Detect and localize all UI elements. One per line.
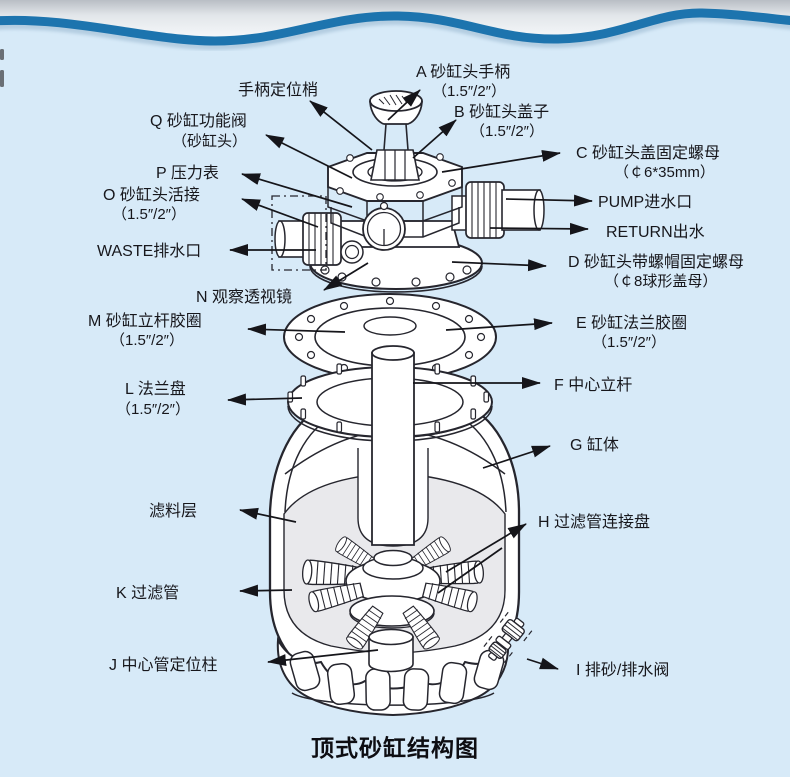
label-h: H 过滤管连接盘 [538,512,650,531]
arrow-p [241,173,353,208]
label-o-sub: （1.5″/2″） [112,206,186,223]
valve-head-assembly [271,90,545,293]
arrow-pump [505,194,593,207]
center-pipe-post [368,628,414,673]
label-b-sub: （1.5″/2″） [470,123,544,140]
arrow-m [247,323,346,336]
pump-return-port [451,181,545,239]
left-labels: 手柄定位梢 Q 砂缸功能阀 （砂缸头） P 压力表 O 砂缸头活接 （1.5″/… [88,81,318,674]
leader-arrows [227,89,593,670]
left-edge-mark [0,49,4,60]
label-b: B 砂缸头盖子 [454,102,549,121]
label-m-sub: （1.5″/2″） [110,332,184,349]
label-c-sub: （￠6*35mm） [614,164,715,181]
label-g: G 缸体 [570,435,619,454]
label-o: O 砂缸头活接 [103,185,200,204]
drain-valve [483,611,533,663]
label-q: Q 砂缸功能阀 [150,111,247,130]
arrow-i [526,657,559,670]
label-a: A 砂缸头手柄 [416,62,510,81]
valve-handle [369,90,423,181]
arrow-return [489,222,589,235]
label-a-sub: （1.5″/2″） [432,83,506,100]
valve-drain-plug [340,240,364,264]
label-j: J 中心管定位柱 [109,656,217,674]
wave-stroke [0,8,790,46]
label-waste: WASTE排水口 [97,242,201,260]
label-n: N 观察透视镜 [196,287,292,306]
arrow-a [387,89,421,121]
arrow-e [445,318,553,331]
arrow-h [445,523,527,573]
arrow-b [412,119,457,159]
label-e: E 砂缸法兰胶圈 [576,313,687,332]
flange-gasket-ring [283,293,497,381]
lateral-hub [345,549,441,603]
arrow-c [441,149,561,173]
arrow-g [482,445,551,469]
waste-port [271,195,342,271]
label-d: D 砂缸头带螺帽固定螺母 [568,252,744,271]
arrow-o [241,198,319,228]
left-edge-mark [0,70,4,87]
label-k: K 过滤管 [116,584,179,602]
arrow-h-second-line [437,547,503,594]
arrow-k [239,584,293,597]
diagram-title: 顶式砂缸结构图 [311,735,479,761]
waste-port-highlight-box [271,195,327,271]
arrow-j [267,649,379,667]
label-handle-pin: 手柄定位梢 [238,81,318,99]
label-l-sub: （1.5″/2″） [116,401,190,418]
label-f: F 中心立杆 [554,376,632,394]
arrow-n [323,262,369,291]
sight-glass [362,201,406,251]
top-wave-banner [0,0,790,87]
label-m: M 砂缸立杆胶圈 [88,311,202,330]
arrow-media [239,507,297,523]
label-l: L 法兰盘 [125,379,186,398]
label-pump: PUMP进水口 [598,193,692,211]
label-return: RETURN出水 [606,223,705,241]
label-e-sub: （1.5″/2″） [592,334,666,351]
label-i: I 排砂/排水阀 [576,661,669,679]
arrow-handle-pin [309,100,373,151]
label-d-sub: （￠8球形盖母） [604,273,717,290]
arrow-q [265,134,353,179]
label-c: C 砂缸头盖固定螺母 [576,143,720,162]
label-p: P 压力表 [156,164,219,182]
arrow-l [227,393,303,406]
arrow-d [451,259,547,272]
right-labels: A 砂缸头手柄 （1.5″/2″） B 砂缸头盖子 （1.5″/2″） C 砂缸… [416,62,744,679]
label-media: 滤料层 [149,502,197,520]
center-stand-pipe [371,345,415,546]
pedestal-base [276,636,510,717]
label-q-sub: （砂缸头） [172,132,247,150]
